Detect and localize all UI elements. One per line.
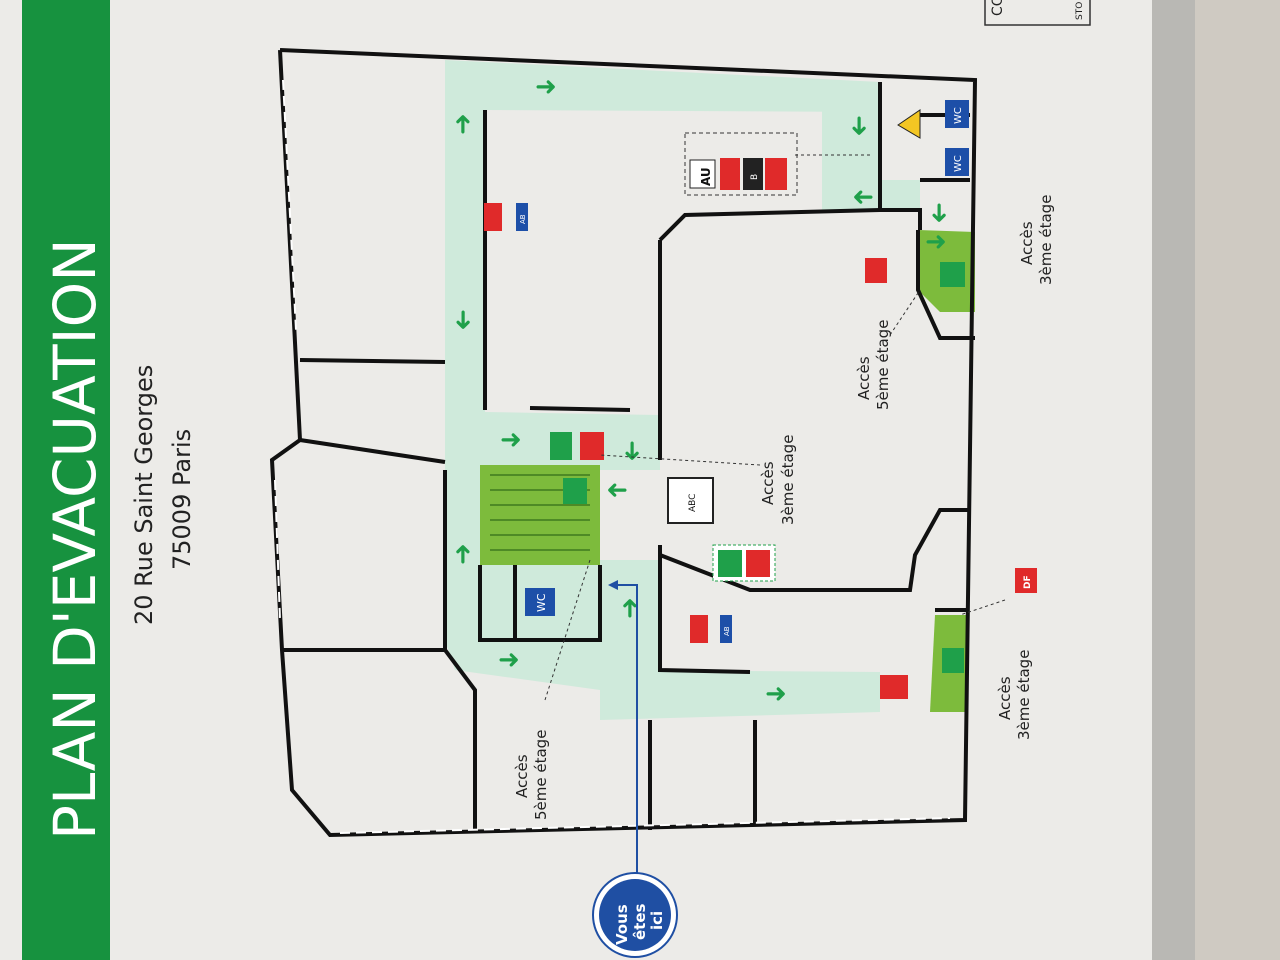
first-aid-icon (718, 550, 742, 577)
alarm-panel-box (684, 132, 798, 196)
fire-alarm-icon (580, 432, 604, 460)
access-labels: Accès 5ème étage Accès 5ème étage Accès … (513, 195, 1055, 820)
walls (269, 48, 978, 838)
legend-box (984, 0, 1091, 26)
access-label: 5ème étage (874, 320, 892, 410)
arrow-right-icon: ➜ (500, 425, 522, 455)
wc-icon (945, 148, 969, 176)
fire-extinguisher-icon (865, 258, 887, 283)
access-label: 3ème étage (779, 435, 797, 525)
fire-alarm-icon (765, 158, 787, 190)
fire-extinguisher-icon (720, 158, 740, 190)
you-are-here-text: êtes (631, 903, 649, 940)
wc-icon (945, 100, 969, 128)
plan-title: PLAN D'EVACUATION (41, 238, 109, 840)
wc-label: WC (953, 107, 964, 124)
extinguisher-class-badge (516, 203, 528, 231)
safety-symbols: AB AU B ABC AB DF WC WC WC (484, 100, 1037, 699)
exit-arrows: ➜ ➜ ➜ ➜ ➜ ➜ ➜ ➜ ➜ ➜ ➜ ➜ ➜ ➜ (448, 72, 954, 709)
electrical-hazard-icon (897, 109, 921, 139)
class-label: B (750, 174, 760, 180)
access-label: 5ème étage (532, 730, 550, 820)
arrow-down-icon: ➜ (924, 202, 954, 224)
arrow-down-icon: ➜ (448, 309, 478, 331)
address-street: 20 Rue Saint Georges (130, 365, 158, 625)
emergency-exit-icon (563, 478, 587, 504)
arrow-right-icon: ➜ (498, 645, 520, 675)
extinguisher-class-badge (743, 158, 763, 190)
wc-label: WC (535, 593, 548, 612)
fire-alarm-icon (746, 550, 770, 577)
arrow-right-icon: ➜ (765, 679, 787, 709)
leader-lines (544, 154, 1006, 701)
fire-alarm-icon (880, 675, 908, 699)
legend-text: STO (1075, 2, 1085, 20)
abc-label: ABC (688, 494, 698, 512)
extinguisher-class-badge (720, 615, 732, 643)
arrow-up-icon: ➜ (615, 597, 645, 619)
arrow-up-icon: ➜ (448, 113, 478, 135)
arrow-right-icon: ➜ (535, 72, 557, 102)
windows (274, 79, 951, 834)
smoke-vent-icon (1015, 568, 1037, 593)
arrow-down-icon: ➜ (844, 115, 874, 137)
fire-extinguisher-icon (690, 615, 708, 643)
title-bar (22, 0, 110, 960)
legend-text: CO (990, 0, 1006, 16)
df-label: DF (1023, 575, 1033, 589)
class-label: AB (519, 214, 527, 224)
arrow-right-icon: ➜ (925, 227, 947, 257)
you-are-here-marker: Vous êtes ici (592, 580, 678, 958)
arrow-left-icon: ➜ (852, 182, 874, 212)
emergency-exit-icon (942, 648, 964, 673)
wc-icon (525, 588, 555, 616)
access-label: Accès (759, 461, 777, 505)
you-are-here-text: Vous (613, 904, 631, 945)
wc-label: WC (953, 155, 964, 172)
fire-extinguisher-icon (484, 203, 502, 231)
au-label: AU (699, 167, 713, 186)
arrow-left-icon: ➜ (606, 475, 628, 505)
arrow-down-icon: ➜ (617, 440, 647, 462)
arrow-up-icon: ➜ (448, 543, 478, 565)
access-label: Accès (996, 676, 1014, 720)
access-label: Accès (513, 754, 531, 798)
access-label: 3ème étage (1037, 195, 1055, 285)
emergency-exit-icon (940, 262, 965, 287)
access-label: 3ème étage (1015, 650, 1033, 740)
first-aid-icon (550, 432, 572, 460)
you-are-here-text: ici (648, 911, 666, 930)
access-label: Accès (1018, 221, 1036, 265)
address-city: 75009 Paris (168, 429, 196, 570)
class-label: AB (723, 626, 731, 636)
elevator-icon (667, 477, 714, 524)
access-label: Accès (855, 356, 873, 400)
emergency-stop-icon (689, 159, 716, 189)
